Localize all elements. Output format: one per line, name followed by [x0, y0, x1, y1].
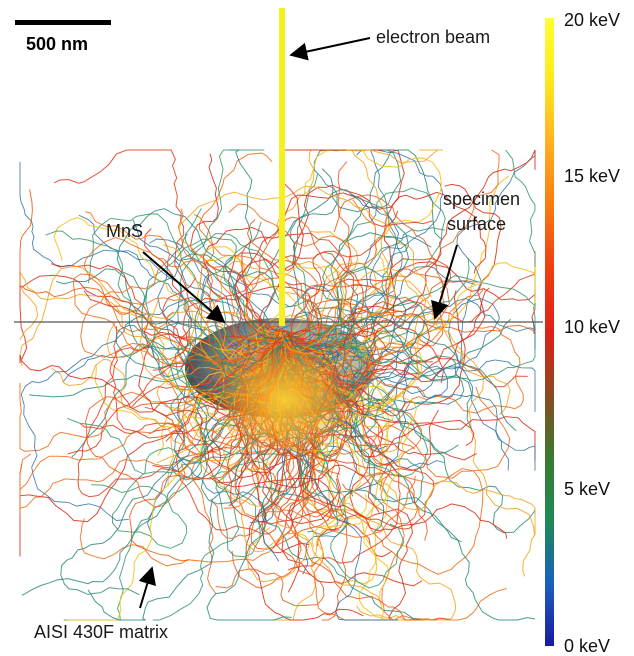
electron-trajectory [259, 149, 405, 340]
electron-trajectory [53, 149, 286, 365]
electron-trajectory [229, 149, 285, 336]
electron-trajectory [287, 149, 536, 339]
electron-trajectory [94, 341, 280, 428]
electron-trajectory [222, 221, 285, 344]
electron-trajectory [19, 189, 279, 366]
interaction-core [215, 340, 355, 460]
colorbar-tick-0kev: 0 keV [564, 636, 610, 656]
electron-trajectory [80, 211, 284, 366]
electron-trajectory [246, 219, 318, 340]
mns-arrow [142, 251, 226, 324]
electron-trajectory [281, 149, 500, 346]
electron-beam-label: electron beam [376, 27, 490, 47]
specimen-surface-arrow [431, 244, 458, 320]
matrix-label: AISI 430F matrix [34, 622, 168, 642]
electron-trajectory [67, 250, 364, 455]
electron-trajectory [278, 149, 442, 352]
electron-trajectory [284, 316, 517, 432]
matrix-arrow [138, 566, 156, 609]
electron-trajectory [190, 232, 323, 350]
colorbar-tick-5kev: 5 keV [564, 479, 610, 499]
electron-trajectory [280, 150, 536, 382]
colorbar-tick-20kev: 20 keV [564, 10, 620, 30]
specimen-surface-label-line2: surface [447, 214, 506, 234]
colorbar-tick-15kev: 15 keV [564, 166, 620, 186]
electron-trajectory [269, 189, 410, 362]
electron-beam-arrow [289, 37, 371, 61]
scale-bar-line [15, 20, 111, 25]
electron-trajectory [282, 149, 536, 356]
specimen-surface-label-line1: specimen [443, 189, 520, 209]
scale-bar: 500 nm [15, 20, 111, 54]
electron-trajectory [228, 203, 352, 345]
electron-beam [279, 8, 285, 326]
colorbar-gradient [545, 18, 554, 646]
electron-trajectory [281, 298, 509, 471]
electron-trajectory [281, 306, 536, 577]
electron-trajectory [19, 161, 280, 351]
electron-trajectory [129, 332, 285, 562]
electron-trajectory [178, 185, 432, 337]
electron-trajectory [284, 298, 536, 385]
electron-trajectory [285, 149, 403, 361]
mns-label: MnS [106, 221, 143, 241]
electron-trajectory [245, 216, 380, 342]
colorbar-tick-10kev: 10 keV [564, 317, 620, 337]
electron-trajectory [282, 149, 402, 353]
electron-trajectory [19, 265, 288, 367]
electron-trajectory [206, 264, 323, 345]
electron-trajectory [116, 208, 286, 378]
scale-bar-label: 500 nm [26, 34, 88, 54]
electron-trajectory [284, 149, 443, 353]
energy-colorbar: 20 keV 15 keV 10 keV 5 keV 0 keV [545, 10, 620, 656]
electron-trajectory [184, 208, 283, 339]
electron-trajectory [83, 236, 282, 355]
